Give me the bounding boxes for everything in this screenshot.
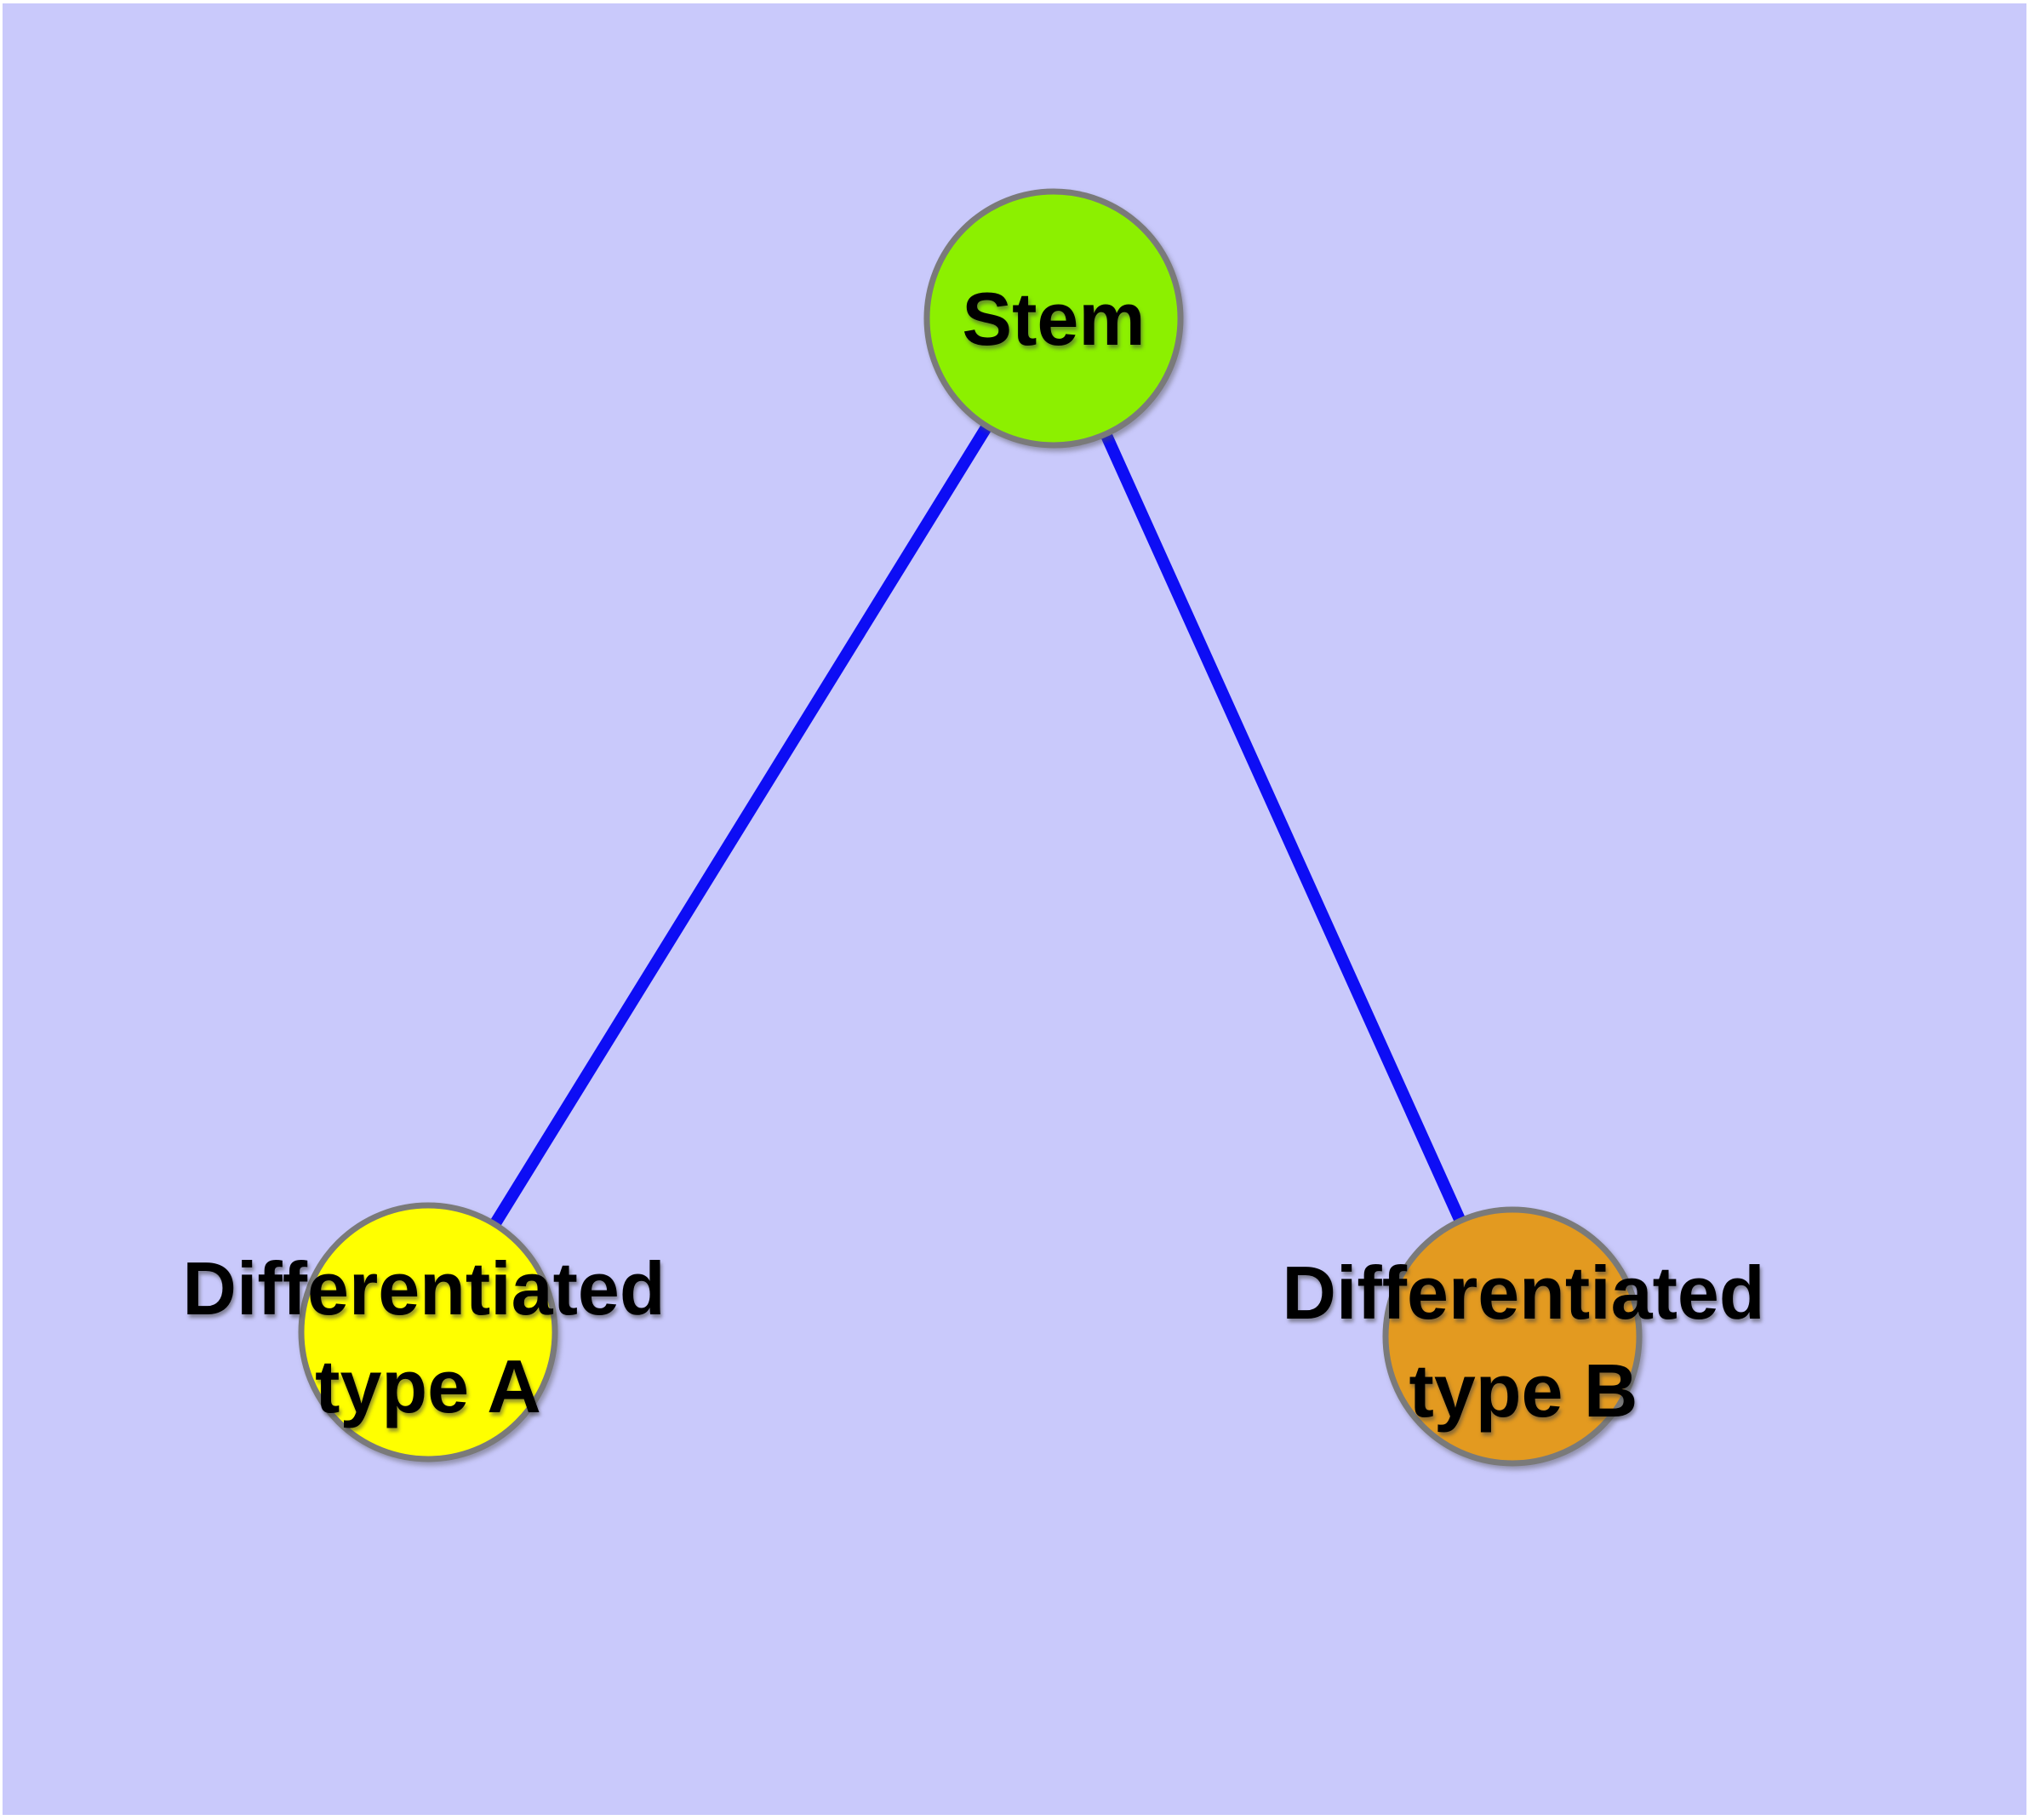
node-stem-label: Stem: [962, 277, 1145, 361]
node-type-a-label-line1: Differentiated: [182, 1246, 665, 1331]
node-type-a-label-line2: type A: [315, 1344, 541, 1428]
edge-stem-to-type-b: [1048, 316, 1518, 1339]
node-differentiated-type-a: [298, 1202, 558, 1462]
edge-stem-to-type-a: [423, 315, 1059, 1336]
node-differentiated-type-b: [1382, 1206, 1643, 1467]
node-type-b-label-line1: Differentiated: [1282, 1251, 1764, 1335]
node-stem: [923, 188, 1184, 449]
node-type-b-label-line2: type B: [1409, 1348, 1638, 1433]
